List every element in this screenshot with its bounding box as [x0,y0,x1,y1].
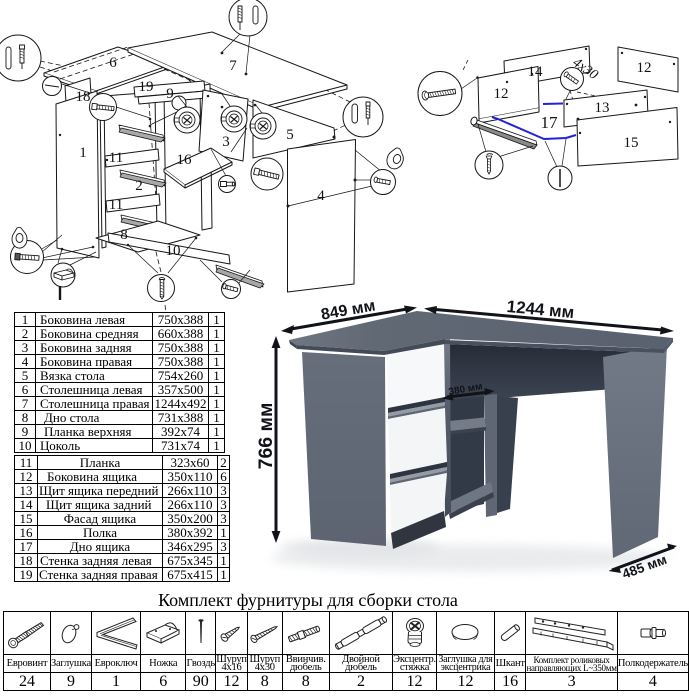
svg-text:3: 3 [222,134,230,150]
svg-text:4: 4 [317,188,325,204]
svg-text:10: 10 [166,243,181,259]
svg-text:1244 мм: 1244 мм [506,297,575,322]
svg-text:1: 1 [79,145,87,161]
svg-text:12: 12 [494,86,509,102]
svg-text:11: 11 [109,197,123,213]
svg-text:12: 12 [637,60,652,76]
svg-text:8: 8 [120,227,128,243]
svg-text:13: 13 [595,100,610,116]
svg-text:5: 5 [286,127,294,143]
svg-text:18: 18 [76,89,91,105]
svg-text:6: 6 [109,55,117,71]
svg-text:19: 19 [139,79,154,95]
svg-text:2: 2 [135,178,143,194]
svg-text:15: 15 [624,135,639,151]
svg-text:16: 16 [177,152,193,168]
svg-text:17: 17 [541,113,559,132]
svg-text:766 мм: 766 мм [255,403,277,470]
svg-text:7: 7 [229,58,237,74]
svg-text:14: 14 [528,64,544,80]
svg-text:9: 9 [166,86,174,102]
svg-text:11: 11 [109,150,123,166]
